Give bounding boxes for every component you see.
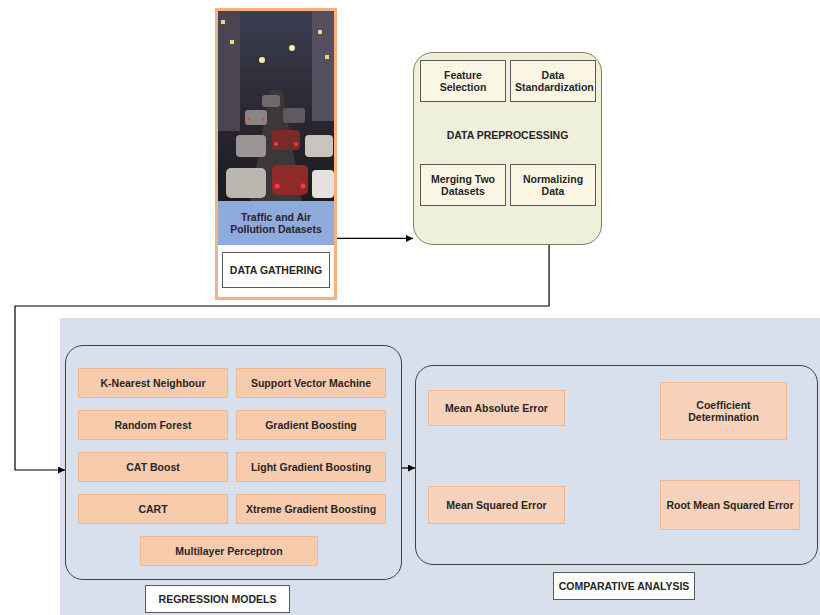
node-text: CAT Boost bbox=[79, 461, 227, 473]
label-band: Traffic and Air Pollution Datasets bbox=[218, 201, 334, 245]
node-text: K-Nearest Neighbour bbox=[79, 377, 227, 389]
node-text: Support Vector Machine bbox=[237, 377, 385, 389]
car bbox=[245, 110, 267, 125]
models-group: K-Nearest Neighbour Support Vector Machin… bbox=[65, 345, 402, 613]
node-text: Mean Squared Error bbox=[429, 499, 564, 511]
flow-arrow bbox=[402, 467, 415, 468]
node-text: Multilayer Perceptron bbox=[141, 545, 317, 557]
tail-light bbox=[294, 142, 298, 146]
model-box: K-Nearest Neighbour bbox=[78, 368, 228, 398]
node-text: Light Gradient Boosting bbox=[237, 461, 385, 473]
car bbox=[305, 135, 333, 157]
model-box: Multilayer Perceptron bbox=[140, 536, 318, 566]
car bbox=[226, 168, 266, 198]
node-text: DATA PREPROCESSING bbox=[440, 129, 575, 141]
metric-box: Mean Squared Error bbox=[428, 486, 565, 524]
model-box: Random Forest bbox=[78, 410, 228, 440]
process-box: Normalizing Data bbox=[510, 164, 596, 206]
window-light bbox=[221, 20, 225, 24]
flow-arrow bbox=[15, 245, 549, 470]
data-source-panel: DATA GATHERING Traffic and Air Pollution … bbox=[215, 8, 337, 300]
model-box: CART bbox=[78, 494, 228, 524]
tail-light bbox=[301, 184, 306, 189]
metric-box: Coefficient Determination bbox=[660, 382, 787, 440]
tail-light bbox=[262, 118, 265, 121]
traffic-photo bbox=[218, 11, 334, 201]
results-panel bbox=[60, 318, 820, 615]
label-band: REGRESSION MODELS bbox=[145, 585, 290, 613]
node-text: Merging Two Datasets bbox=[421, 173, 505, 197]
model-box: Xtreme Gradient Boosting bbox=[236, 494, 386, 524]
car bbox=[283, 108, 305, 123]
street-light bbox=[289, 45, 295, 51]
window-light bbox=[318, 30, 322, 34]
street-light bbox=[259, 57, 265, 63]
metric-box: Mean Absolute Error bbox=[428, 390, 565, 426]
window-light bbox=[325, 55, 329, 59]
tail-light bbox=[275, 184, 280, 189]
label-band: DATA PREPROCESSING bbox=[440, 122, 575, 148]
metrics-group: Mean Absolute Error Coefficient Determina… bbox=[415, 365, 818, 605]
process-box: Merging Two Datasets bbox=[420, 164, 506, 206]
tail-light bbox=[274, 142, 278, 146]
car bbox=[262, 95, 280, 107]
model-box: Support Vector Machine bbox=[236, 368, 386, 398]
car bbox=[236, 135, 266, 157]
node-text: Feature Selection bbox=[421, 69, 505, 93]
node-text: CART bbox=[79, 503, 227, 515]
node-text: Root Mean Squared Error bbox=[661, 499, 799, 511]
car bbox=[272, 165, 308, 195]
node-text: DATA GATHERING bbox=[223, 264, 329, 276]
node-text: COMPARATIVE ANALYSIS bbox=[554, 580, 694, 592]
node-text: Coefficient Determination bbox=[661, 399, 786, 423]
node-text: REGRESSION MODELS bbox=[146, 593, 289, 605]
node-text: Gradient Boosting bbox=[237, 419, 385, 431]
label-band: COMPARATIVE ANALYSIS bbox=[553, 572, 695, 600]
node-text: Traffic and Air Pollution Datasets bbox=[218, 211, 334, 235]
model-box: Gradient Boosting bbox=[236, 410, 386, 440]
building bbox=[312, 11, 334, 121]
metric-box: Root Mean Squared Error bbox=[660, 480, 800, 530]
model-box: CAT Boost bbox=[78, 452, 228, 482]
node-text: Xtreme Gradient Boosting bbox=[237, 503, 385, 515]
process-box: Feature Selection bbox=[420, 60, 506, 102]
node-text: Data Standardization bbox=[511, 69, 595, 93]
node-text: Random Forest bbox=[79, 419, 227, 431]
window-light bbox=[230, 40, 234, 44]
tail-light bbox=[248, 118, 251, 121]
node-text: Normalizing Data bbox=[511, 173, 595, 197]
process-box: Data Standardization bbox=[510, 60, 596, 102]
model-box: Light Gradient Boosting bbox=[236, 452, 386, 482]
car bbox=[272, 130, 300, 150]
flow-arrow bbox=[337, 238, 413, 239]
stage-label: DATA GATHERING bbox=[222, 252, 330, 288]
preprocessing-box: Feature SelectionData StandardizationMer… bbox=[413, 52, 602, 245]
building bbox=[218, 11, 240, 131]
node-text: Mean Absolute Error bbox=[429, 402, 564, 414]
car bbox=[312, 170, 334, 198]
